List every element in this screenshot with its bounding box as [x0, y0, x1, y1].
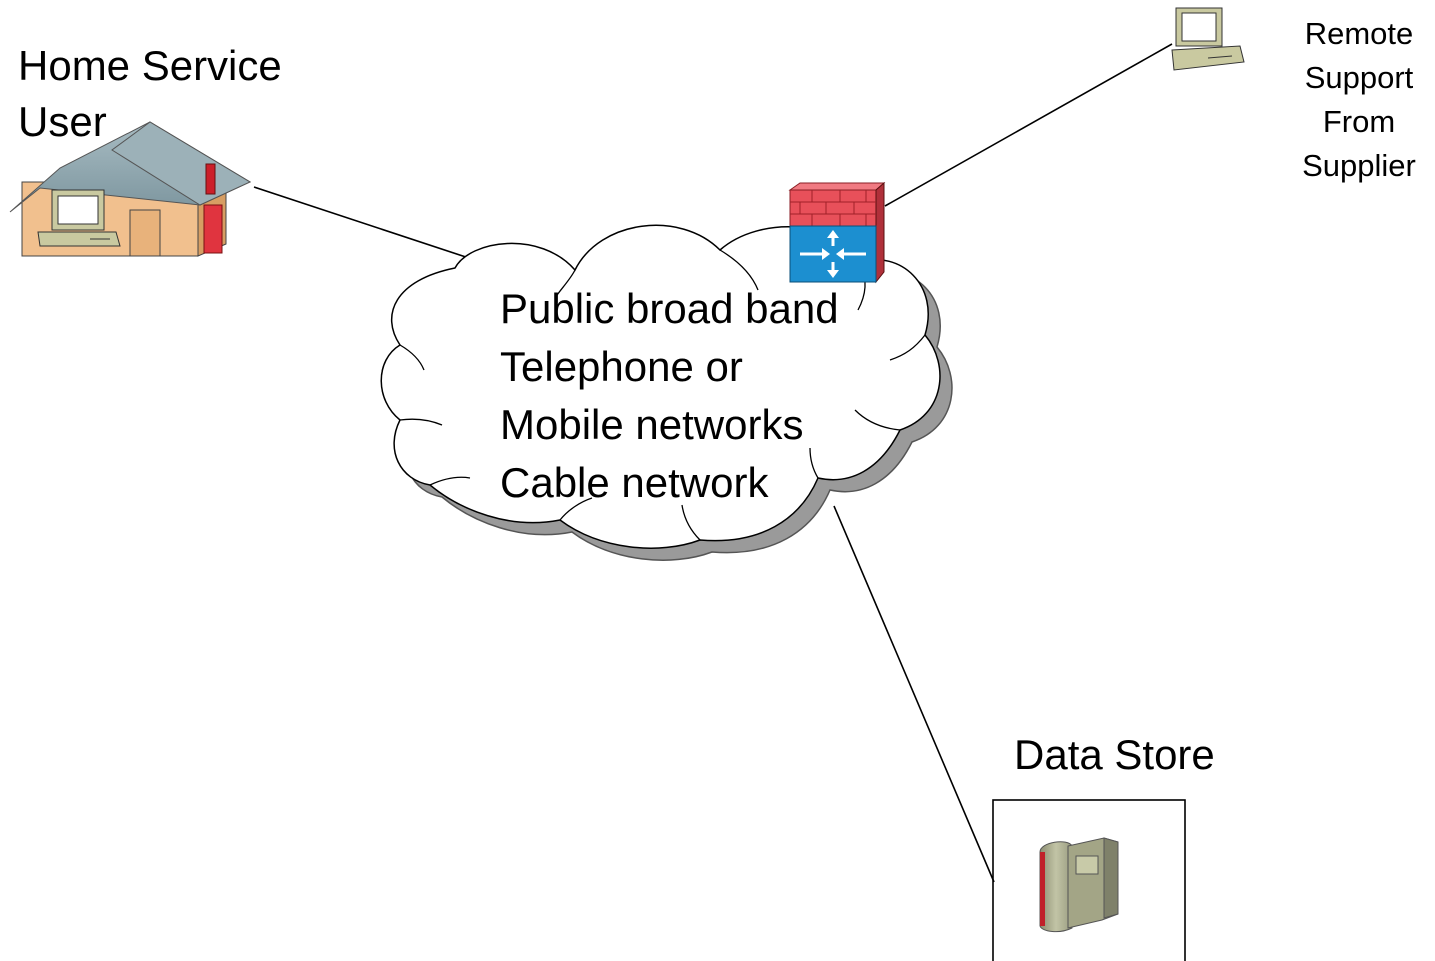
remote-label-line-1: Remote [1304, 16, 1414, 51]
home-service-user-label: Home Service User [18, 38, 282, 150]
link-firewall-to-remote [884, 43, 1173, 207]
house-chimney-side [203, 204, 223, 254]
server-panel [1075, 855, 1099, 875]
link-cloud-to-datastore [833, 505, 995, 883]
house-chimney [205, 163, 216, 195]
cloud-body [380, 224, 941, 549]
house-door [129, 209, 161, 257]
firewall-top [788, 182, 886, 191]
house-with-computer-icon [9, 121, 252, 257]
data-store-label: Data Store [1014, 731, 1215, 778]
home-label-line-1: Home Service [18, 42, 282, 89]
home-label-line-2: User [18, 98, 107, 145]
remote-label-line-3: From [1322, 104, 1396, 139]
cloud-label-line-4: Cable network [500, 459, 769, 506]
connection-lines [253, 43, 1173, 883]
firewall-side [875, 181, 885, 284]
remote-label-line-4: Supplier [1302, 148, 1416, 183]
network-cloud-label: Public broad band Telephone or Mobile ne… [500, 280, 839, 512]
cloud-label-line-2: Telephone or [500, 343, 743, 390]
house-computer-screen [57, 195, 99, 225]
remote-label-line-2: Support [1304, 60, 1414, 95]
house-computer-base [37, 231, 121, 247]
firewall-router-icon [788, 181, 886, 284]
desktop-computer-icon [1171, 7, 1245, 71]
router-arrows [800, 230, 866, 278]
server-cabinet-side [1103, 837, 1119, 919]
cloud-icon [380, 224, 953, 561]
remote-support-label: Remote Support From Supplier [1284, 12, 1434, 188]
cloud-label-line-1: Public broad band [500, 285, 839, 332]
server-icon [1039, 837, 1119, 933]
remote-screen [1181, 12, 1217, 42]
cloud-label-line-3: Mobile networks [500, 401, 804, 448]
server-body [1039, 841, 1073, 933]
data-store-box [992, 799, 1186, 961]
firewall-brick-wall [789, 189, 877, 227]
cloud-inner-arcs [399, 249, 926, 541]
link-home-to-cloud [253, 186, 491, 266]
server-stripe [1040, 852, 1045, 926]
